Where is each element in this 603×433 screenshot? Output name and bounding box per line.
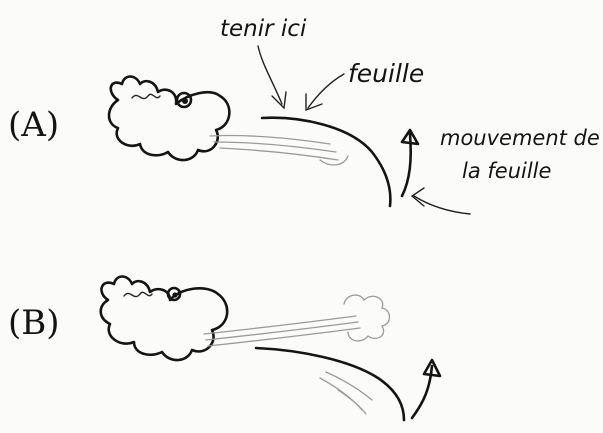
motion-label-line1: mouvement de <box>440 126 600 150</box>
sheet-label: feuille <box>348 59 424 88</box>
panel-b-label: (B) <box>8 303 60 343</box>
sheet-pointer <box>306 74 344 110</box>
motion-arrow-b <box>412 360 440 418</box>
motion-label-line2: la feuille <box>462 159 551 183</box>
panel-b: (B) <box>8 277 440 421</box>
sheet-a <box>262 118 390 206</box>
face-b <box>101 277 227 361</box>
panel-a: (A) <box>8 16 600 214</box>
panel-a-label: (A) <box>8 105 59 145</box>
breath-lines-b <box>204 316 360 346</box>
hold-here-pointer <box>258 46 286 108</box>
breath-lines-a <box>210 135 348 164</box>
motion-pointer <box>412 188 470 214</box>
motion-arrow-a <box>402 130 418 196</box>
hold-here-label: tenir ici <box>220 16 307 42</box>
air-puff <box>344 295 390 341</box>
face-a <box>109 77 229 161</box>
motion-lines-b <box>320 372 372 414</box>
